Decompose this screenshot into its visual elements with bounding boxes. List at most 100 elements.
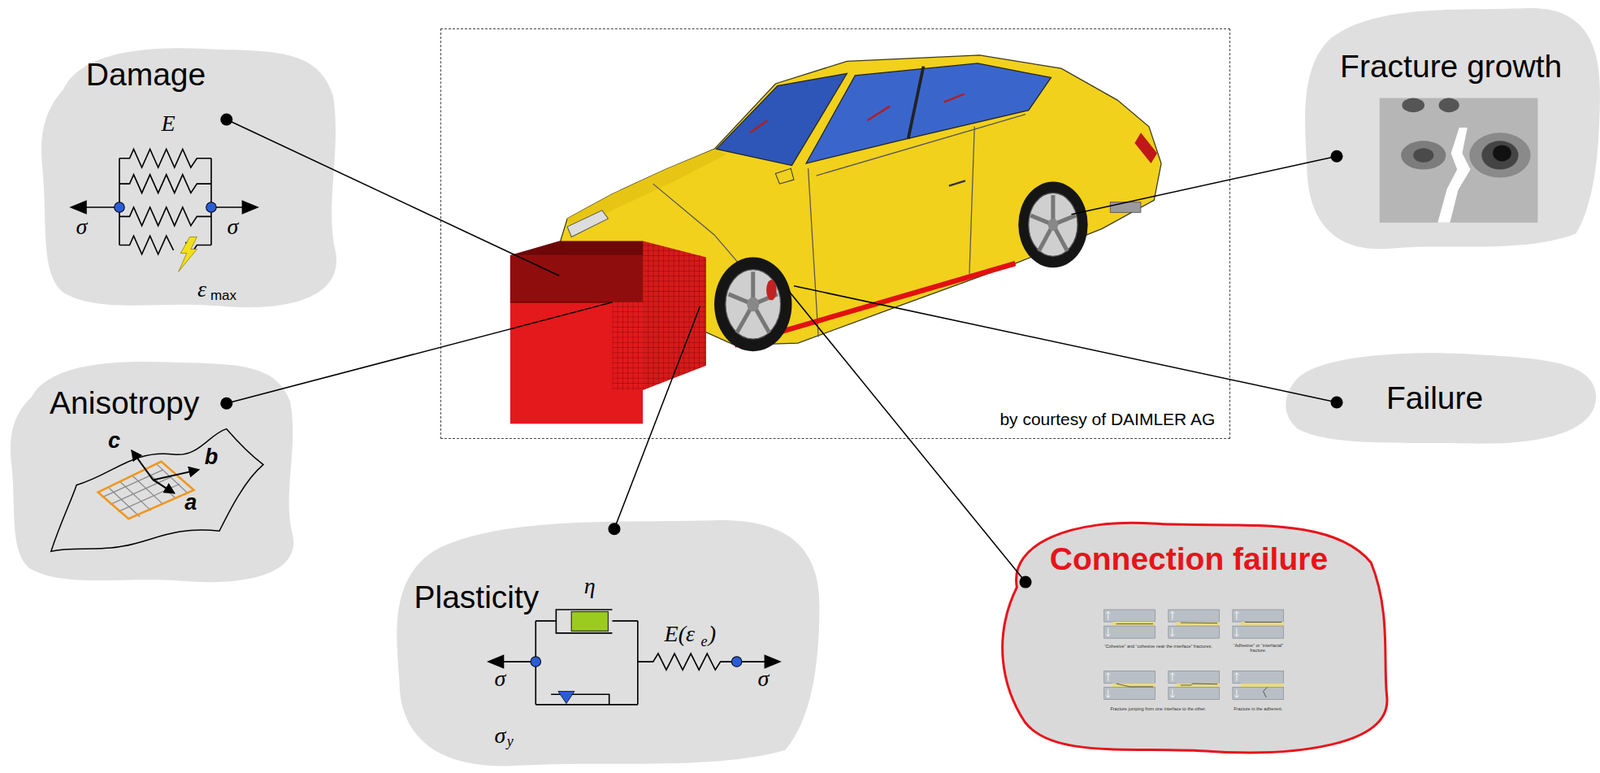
fracture-image [1439,98,1460,113]
damage-symbol [186,242,212,255]
car-wheel [728,271,778,333]
damage-symbol [114,202,126,213]
plasticity-symbol [530,656,542,668]
car-body [1134,132,1158,164]
callout-blob: Failure [1280,350,1600,447]
damage-symbol [69,148,260,272]
anisotropy-surface [102,464,188,517]
leader-line [1071,156,1337,215]
crash-barrier [510,240,643,256]
crash-barrier [642,240,707,390]
damage-symbol [206,202,217,213]
plasticity-symbol [486,609,782,705]
joint-failure-figures [1180,683,1218,686]
subscript-label: y [507,733,514,751]
car-body [716,73,848,165]
joint-failure-figures [1104,609,1156,638]
car-body [1110,202,1141,213]
figure-caption: “Cohesive” and “cohesive near the interf… [1097,643,1219,650]
figure-caption: Fracture in the adherent. [1228,706,1288,712]
car-wheel [725,269,781,339]
blob-shape [41,48,337,308]
car-wheel [1028,192,1078,256]
damage-symbol [119,174,212,194]
anisotropy-surface [51,429,264,552]
callout-blob: Connection failure “Cohesive” and “cohesi… [992,513,1392,759]
damage-symbol [119,207,212,226]
car-body [806,63,1051,164]
fracture-image [1469,132,1531,178]
damage-symbol [119,148,212,168]
anisotropy-surface [131,450,153,480]
subscript-label: e [700,633,707,651]
credit-note: by courtesy of DAIMLER AG [999,410,1215,430]
joint-failure-figures [1232,670,1284,699]
callout-title: Anisotropy [49,385,200,421]
leader-dot [220,397,233,410]
blob-shape [396,520,820,766]
joint-failure-figures [1232,609,1284,638]
blob-outline [390,515,820,771]
fracture-image [1481,140,1518,170]
leader-dot [1018,576,1032,589]
leader-dot [1330,395,1343,408]
fracture-image [1400,140,1446,170]
subscript-label: max [210,288,237,304]
callout-title: Connection failure [1049,542,1328,577]
crash-barrier [611,302,643,391]
crash-barrier [510,255,643,303]
leader-line [226,119,1337,582]
car-wheel [714,182,1089,352]
crash-barrier [510,240,707,424]
leader-line [793,286,1337,403]
joint-failure-figures [1104,670,1156,699]
axis-label: a [184,490,197,516]
crash-barrier [510,301,613,303]
axis-label: c [108,429,121,454]
symbol-label: σ [494,722,506,748]
car-wheel [766,279,777,300]
damage-symbol [178,236,198,272]
damage-symbol [242,199,260,215]
car-body [559,55,1162,346]
fracture-image [1379,98,1539,223]
plasticity-symbol [555,609,612,634]
joint-failure-figures [1263,686,1268,698]
leader-line [226,119,560,276]
car-body [653,114,1026,338]
plasticity-symbol [486,654,504,669]
car-body [775,168,794,184]
joint-failure-figures [1116,683,1154,687]
joint-failure-figures [1232,609,1284,638]
callout-title: Failure [1386,380,1483,416]
symbol-label: E [161,111,176,137]
symbol-label: σ [76,213,88,239]
axis-label: b [204,445,219,470]
callout-title: Plasticity [413,579,539,615]
car-body [567,148,727,231]
leader-dot [607,522,621,535]
anisotropy-surface [152,479,174,493]
crash-barrier [642,240,707,390]
figure-caption: “Adhesive” or “interfacial” fracture. [1228,642,1288,654]
plasticity-symbol [764,654,782,669]
callout-blob: PlasticityηE(εe)σσσy [390,515,820,771]
anisotropy-surface [98,461,195,519]
leader-dot [220,112,233,126]
fracture-image [1379,98,1539,223]
car-wheel [1048,218,1059,231]
anisotropy-surface [51,429,264,552]
symbol-label: ε [197,276,207,302]
fracture-image [1492,144,1512,161]
joint-failure-figures [1104,609,1284,700]
plasticity-symbol [502,660,766,663]
blob-outline [1300,3,1600,254]
plasticity-symbol [535,693,638,705]
joint-failure-figures [1168,670,1220,699]
car-body [559,55,1162,346]
plasticity-symbol [558,690,575,703]
car-wheel [1030,195,1076,252]
car-body [734,263,1015,346]
joint-failure-figures [1168,609,1220,638]
